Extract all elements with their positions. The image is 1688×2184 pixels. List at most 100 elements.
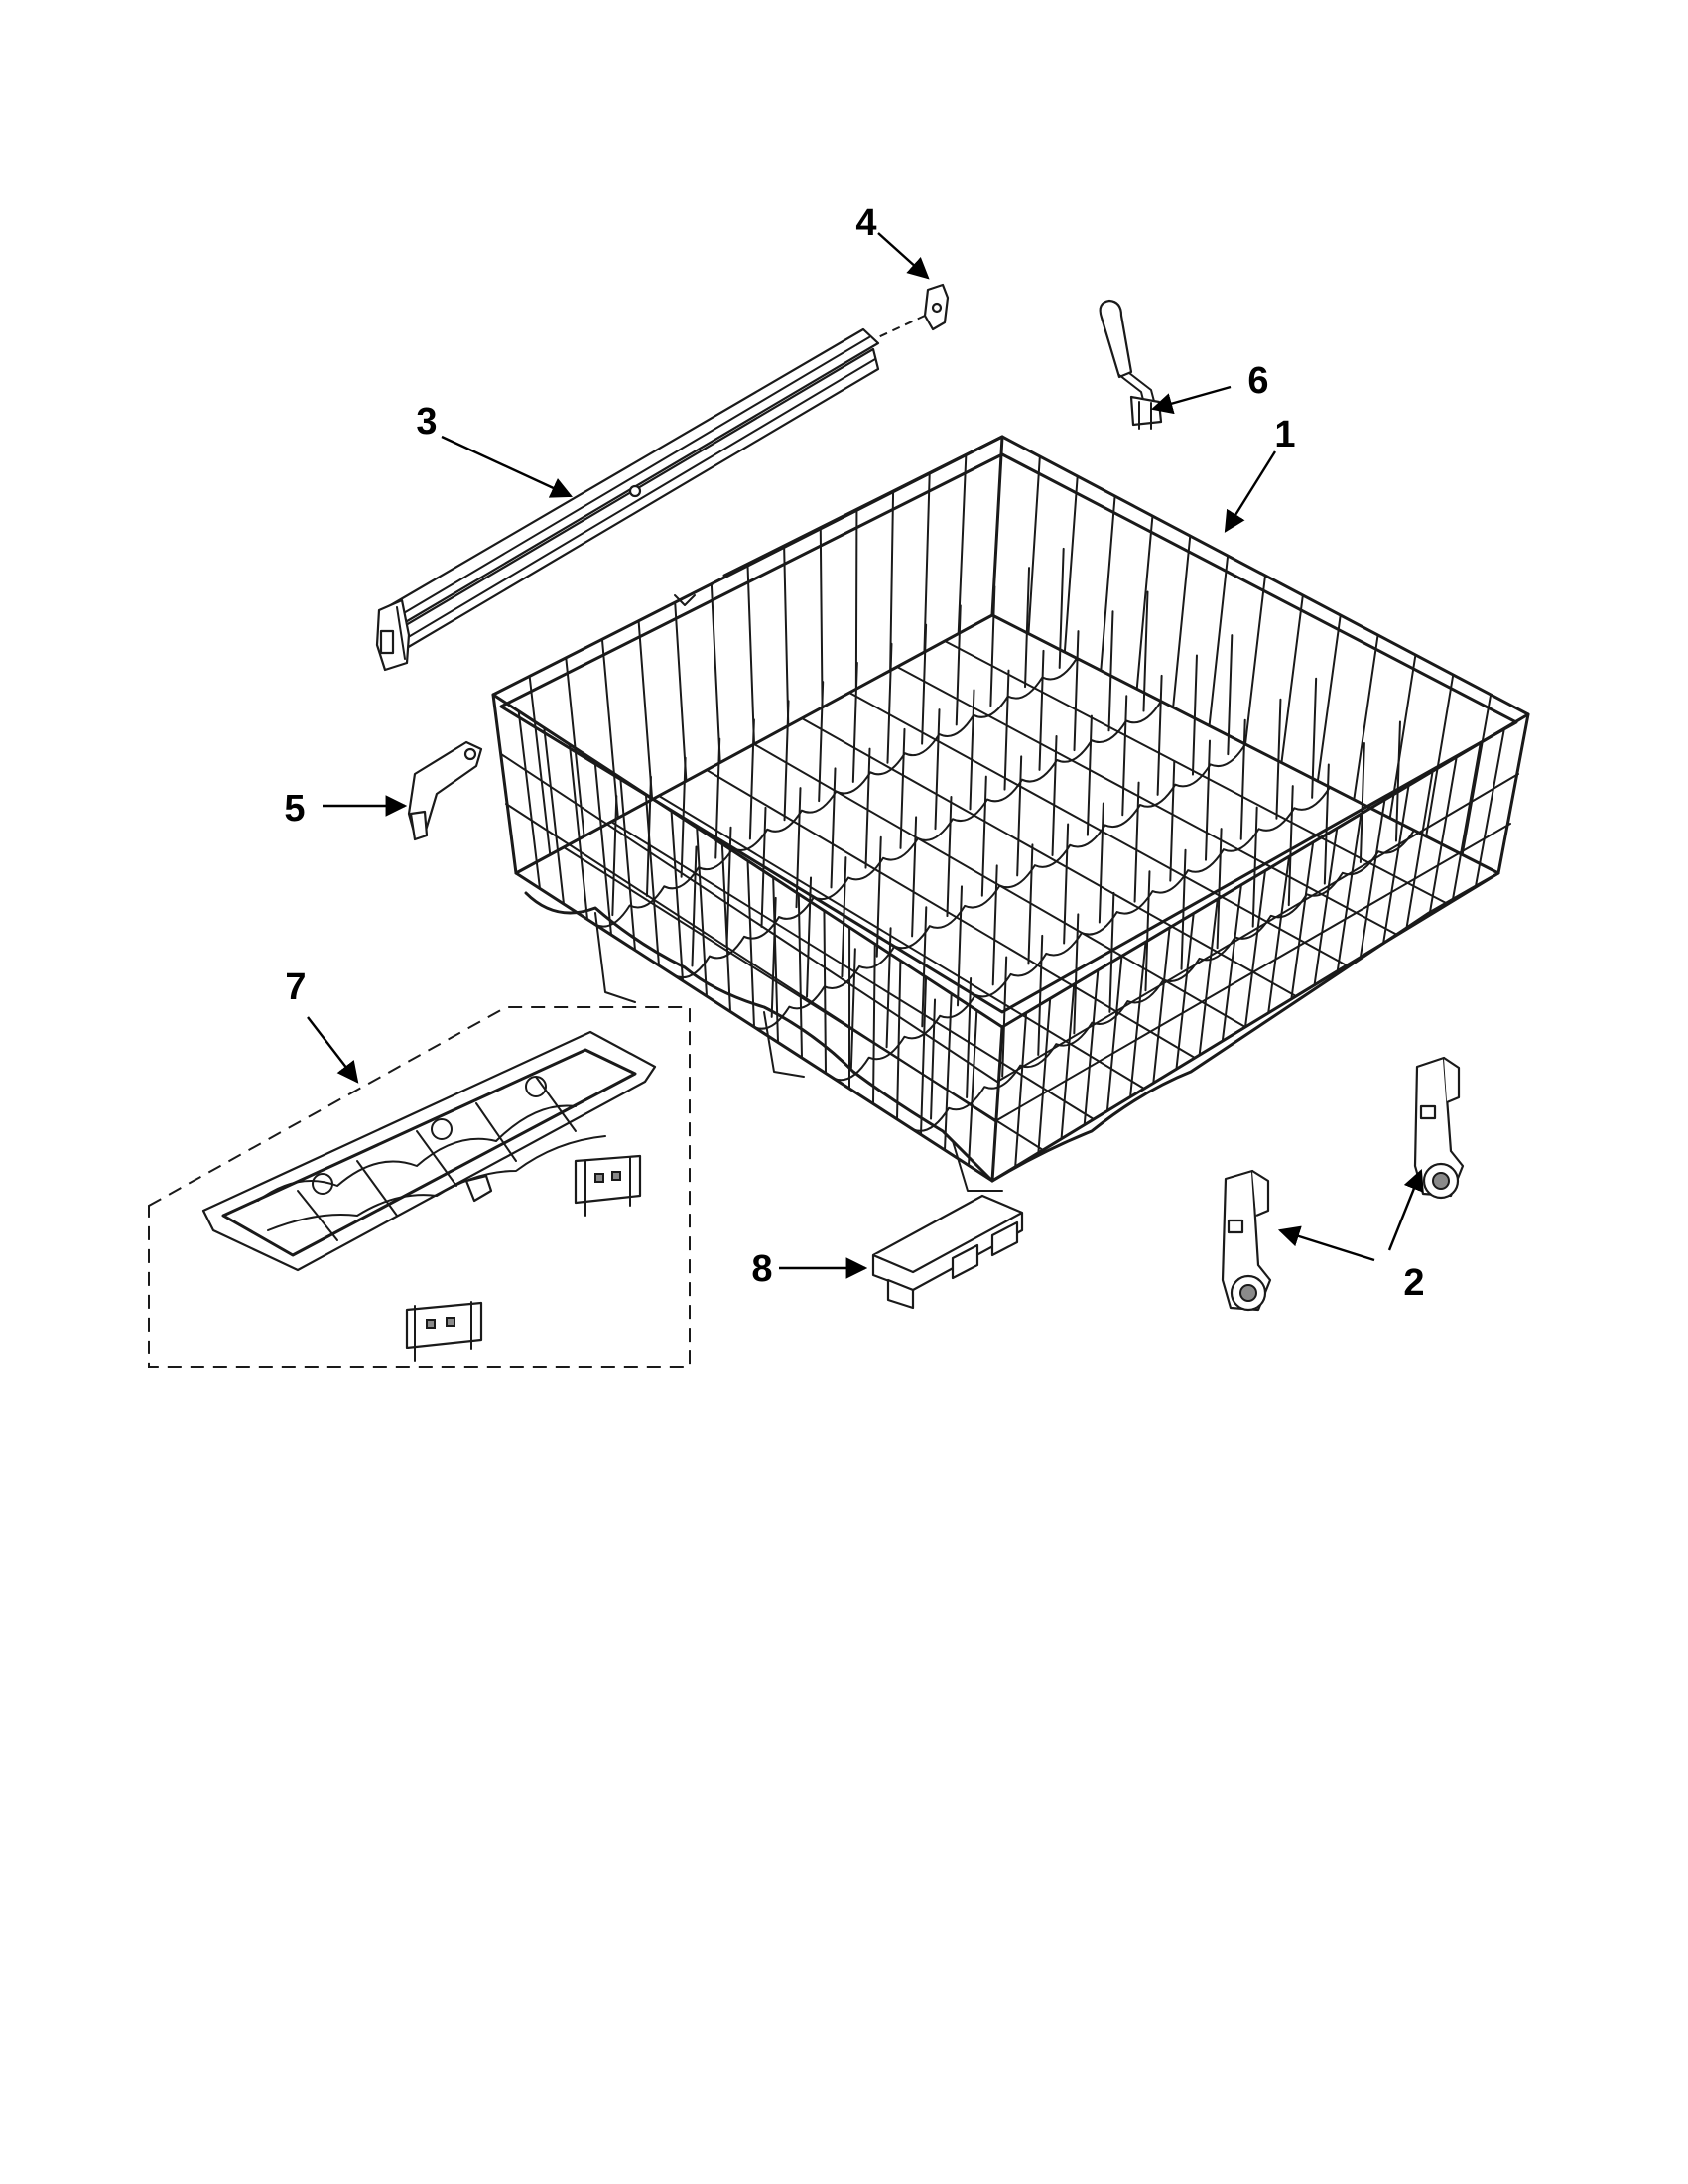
basket-wire xyxy=(543,726,565,905)
basket-wire xyxy=(568,743,588,921)
basket-wire xyxy=(1208,555,1230,727)
basket-wire xyxy=(645,775,652,897)
basket-wire xyxy=(864,747,871,869)
basket-wire xyxy=(1244,869,1266,1028)
leader-2b xyxy=(1387,1168,1424,1251)
basket-wire xyxy=(957,453,968,635)
basket-wire xyxy=(1051,734,1058,856)
basket-wire xyxy=(1133,781,1140,903)
part-5-rack-clip xyxy=(407,740,483,841)
basket-wire xyxy=(1156,674,1163,796)
basket-wire xyxy=(801,717,1297,997)
basket-wire xyxy=(797,893,803,1059)
basket-wire xyxy=(1001,956,1008,1078)
basket-wire xyxy=(1336,813,1363,972)
basket-wire xyxy=(1244,575,1266,745)
basket-wire xyxy=(1353,634,1379,801)
basket-wire xyxy=(1172,535,1192,708)
basket-wire xyxy=(1105,955,1123,1112)
callout-4: 4 xyxy=(855,202,876,244)
basket-wire xyxy=(1198,898,1219,1057)
basket-wire xyxy=(896,666,1398,936)
basket-wire xyxy=(783,700,790,822)
basket-wire xyxy=(1038,649,1045,771)
basket-wire xyxy=(1107,610,1114,732)
callout-3: 3 xyxy=(416,401,437,443)
basket-wire xyxy=(748,718,755,840)
basket-wire xyxy=(1316,614,1342,783)
basket-wire xyxy=(644,793,660,966)
basket-wire xyxy=(944,992,953,1151)
basket-wire xyxy=(1313,827,1339,986)
basket-wire xyxy=(1388,654,1417,820)
basket-wire xyxy=(1394,720,1401,842)
basket-wire xyxy=(637,619,654,801)
basket-wire xyxy=(674,601,688,783)
basket-wire xyxy=(1311,677,1318,799)
basket-wire xyxy=(710,582,721,764)
part-2-rack-roller-left xyxy=(1221,1169,1272,1312)
basket-wire xyxy=(1063,475,1079,654)
basket-wire xyxy=(611,795,618,917)
basket-wire xyxy=(770,896,777,1018)
basket-wire xyxy=(1073,630,1080,752)
basket-wire xyxy=(753,743,1246,1028)
basket-wire xyxy=(1016,755,1023,877)
basket-wire xyxy=(1086,714,1093,836)
basket-wire xyxy=(957,885,963,1007)
part-8-rack-stop xyxy=(871,1194,1024,1310)
basket-wire xyxy=(969,689,975,811)
basket-wire xyxy=(1205,739,1211,861)
basket-wire xyxy=(1405,770,1434,931)
basket-wire xyxy=(619,776,636,952)
basket-wire xyxy=(1142,590,1149,712)
basket-wire xyxy=(795,787,802,909)
basket-wire xyxy=(691,845,698,967)
callout-2: 2 xyxy=(1403,1262,1424,1304)
basket-wire xyxy=(823,909,827,1075)
basket-wire xyxy=(966,977,973,1099)
basket-wire xyxy=(819,527,824,708)
basket-wire xyxy=(1216,828,1223,950)
basket-wire xyxy=(955,604,962,726)
basket-wire xyxy=(746,859,755,1028)
leader-4 xyxy=(877,232,930,280)
basket-wire xyxy=(1058,547,1065,669)
basket-wire xyxy=(849,948,856,1070)
basket-wire xyxy=(696,827,708,997)
basket-wire xyxy=(1024,567,1031,689)
basket-wire xyxy=(1098,802,1104,924)
basket-wire xyxy=(706,769,1196,1059)
part-7-tine-row-kit xyxy=(148,1006,691,1368)
basket-wire xyxy=(1037,934,1044,1056)
basket-wire xyxy=(1275,698,1282,820)
basket-wire xyxy=(841,856,847,978)
basket-wire xyxy=(1280,594,1304,764)
basket-wire xyxy=(830,767,837,889)
basket-wire xyxy=(854,509,858,691)
basket-wire xyxy=(989,585,996,707)
basket-wire xyxy=(720,842,731,1013)
basket-wire xyxy=(1027,455,1041,635)
basket-wire xyxy=(1180,848,1187,970)
basket-wire xyxy=(1287,785,1294,907)
basket-wire xyxy=(1461,694,1493,856)
basket-wire xyxy=(670,810,684,982)
basket-wire xyxy=(1152,926,1171,1085)
basket-wire xyxy=(921,623,928,745)
basket-wire xyxy=(593,760,612,936)
basket-wire xyxy=(746,565,755,745)
basket-wire xyxy=(1191,654,1198,776)
part-2-rack-roller-right xyxy=(1413,1056,1465,1200)
part-3-rack-rail xyxy=(375,327,880,672)
basket-wire xyxy=(1474,727,1505,889)
basket-wire xyxy=(783,546,790,727)
basket-wire xyxy=(1425,674,1455,837)
leader-7 xyxy=(307,1016,359,1084)
callout-5: 5 xyxy=(284,788,305,830)
basket-wire xyxy=(991,864,998,986)
basket-wire xyxy=(610,821,1095,1120)
basket-wire xyxy=(517,709,541,890)
basket-wire xyxy=(968,1009,978,1167)
basket-wire xyxy=(1323,763,1330,885)
